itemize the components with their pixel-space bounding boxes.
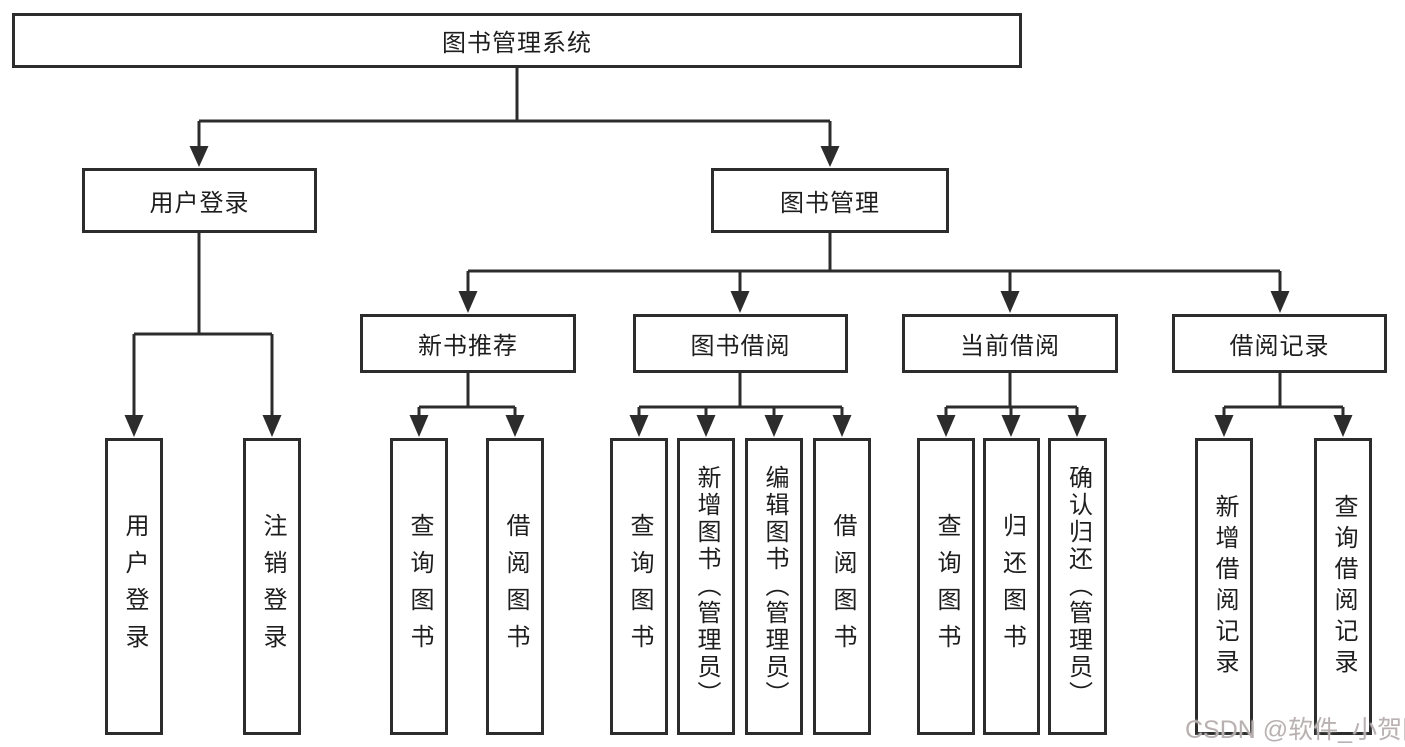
arrow-down-icon [458,291,478,313]
arrow-down-icon [730,291,750,313]
leaf-add-borrow-record-label: 新增借阅记录 [1211,493,1238,680]
arrow-down-icon [820,146,840,167]
arrow-down-icon [189,146,209,167]
arrow-down-icon [1214,415,1234,437]
arrow-down-icon [1270,291,1290,313]
leaf-add-borrow-record: 新增借阅记录 [1195,438,1253,735]
leaf-query-borrow-record: 查询借阅记录 [1314,438,1372,735]
leaf-add-books-admin: 新增图书（管理员） [677,438,735,735]
node-book-borrowing: 图书借阅 [633,314,848,373]
leaf-user-login-label: 用户登录 [121,512,148,661]
leaf-logout: 注销登录 [243,438,301,735]
leaf-query-books-1: 查询图书 [390,438,448,735]
node-user-login: 用户登录 [82,168,317,233]
leaf-query-borrow-record-label: 查询借阅记录 [1330,493,1357,680]
leaf-confirm-return-admin-label: 确认归还（管理员） [1064,465,1092,708]
node-new-book-recommend-label: 新书推荐 [418,333,518,360]
node-new-book-recommend: 新书推荐 [360,314,576,373]
arrow-down-icon [629,415,649,437]
arrow-down-icon [832,415,852,437]
leaf-edit-books-admin-label: 编辑图书（管理员） [761,465,788,708]
arrow-down-icon [1067,415,1087,437]
leaf-add-books-admin-label: 新增图书（管理员） [693,465,720,708]
node-borrowing-records: 借阅记录 [1172,314,1387,373]
arrow-down-icon [1333,415,1353,437]
leaf-query-books-2-label: 查询图书 [626,512,653,661]
watermark: CSDN @软件_小贺同学 [1185,716,1405,744]
leaf-borrow-books-1-label: 借阅图书 [502,512,529,661]
arrow-down-icon [764,415,784,437]
arrow-down-icon [936,415,956,437]
leaf-confirm-return-admin: 确认归还（管理员） [1048,438,1107,735]
leaf-borrow-books-2-label: 借阅图书 [829,512,856,661]
leaf-user-login: 用户登录 [105,438,163,735]
arrow-down-icon [124,415,144,437]
leaf-query-books-3: 查询图书 [917,438,975,735]
node-book-management-label: 图书管理 [780,190,880,217]
leaf-query-books-3-label: 查询图书 [933,512,960,661]
node-book-management: 图书管理 [711,168,949,233]
leaf-logout-label: 注销登录 [259,512,286,661]
node-user-login-label: 用户登录 [149,190,250,217]
arrow-down-icon [505,415,525,437]
arrow-down-icon [409,415,429,437]
node-root-label: 图书管理系统 [442,30,592,57]
leaf-query-books-1-label: 查询图书 [406,512,433,661]
arrow-down-icon [262,415,282,437]
leaf-return-books-label: 归还图书 [998,512,1026,661]
connector-path [132,68,1345,418]
node-borrowing-records-label: 借阅记录 [1229,333,1330,360]
node-root: 图书管理系统 [12,13,1022,68]
node-book-borrowing-label: 图书借阅 [690,333,791,360]
arrow-down-icon [696,415,716,437]
arrow-down-icon [1001,415,1021,437]
node-current-borrowing: 当前借阅 [902,314,1118,373]
arrowheads [124,146,1353,437]
leaf-return-books: 归还图书 [983,438,1040,735]
leaf-edit-books-admin: 编辑图书（管理员） [745,438,803,735]
leaf-borrow-books-2: 借阅图书 [813,438,871,735]
arrow-down-icon [1000,291,1020,313]
leaf-borrow-books-1: 借阅图书 [486,438,544,735]
node-current-borrowing-label: 当前借阅 [960,333,1060,360]
leaf-query-books-2: 查询图书 [610,438,668,735]
